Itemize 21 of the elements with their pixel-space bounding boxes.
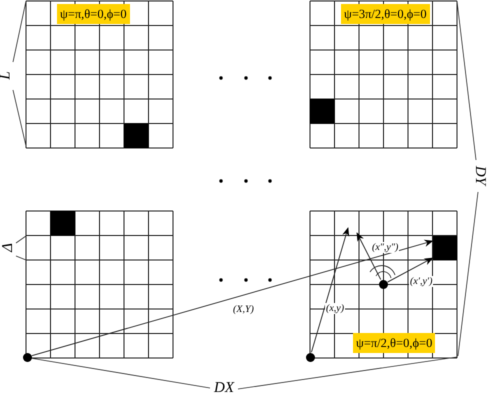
edge-label: (X,Y) — [232, 304, 255, 315]
origin-dot — [22, 352, 32, 362]
dimension-label: DY — [472, 166, 488, 186]
origin-dot — [378, 280, 388, 288]
grid — [26, 1, 173, 148]
arrow — [31, 240, 434, 356]
angle-label: ψ=3π/2,θ=0,ϕ=0 — [341, 4, 430, 24]
dimension-label: L — [0, 71, 14, 80]
filled-cell — [432, 236, 457, 260]
edge-label: (x″,y″) — [371, 242, 400, 253]
edge-label: (x,y) — [325, 303, 346, 314]
edge-label: (x′,y′) — [409, 276, 434, 287]
angle-label: ψ=π/2,θ=0,ϕ=0 — [353, 333, 436, 353]
dimension-label: DX — [214, 381, 234, 396]
arrow — [356, 232, 382, 280]
arrow — [387, 258, 434, 282]
origin-dot — [306, 352, 314, 362]
grid — [310, 1, 457, 148]
dimension-label: Δ — [0, 243, 16, 252]
angle-label: ψ=π,θ=0,ϕ=0 — [57, 4, 130, 24]
arrow — [310, 227, 350, 353]
